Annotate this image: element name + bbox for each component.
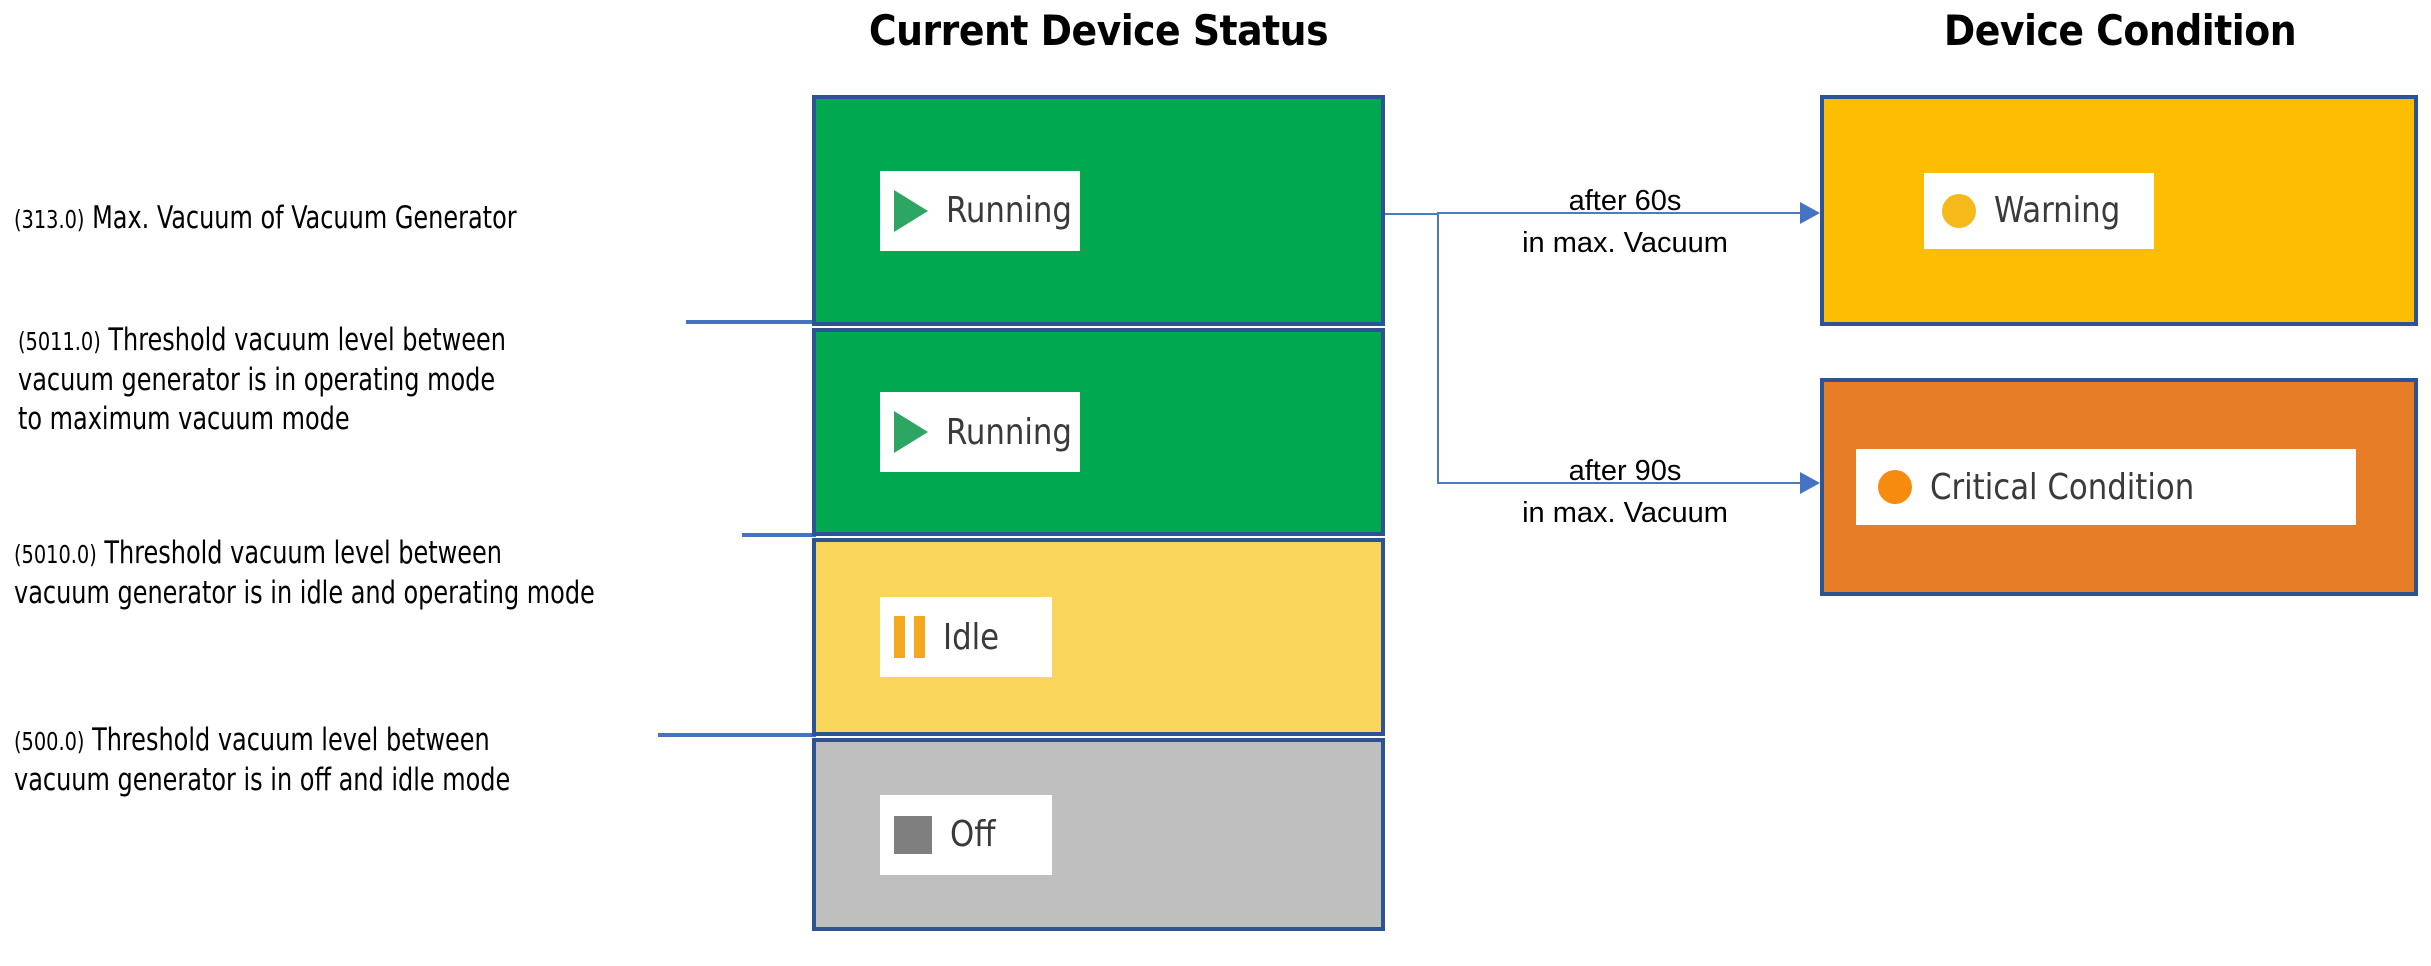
annotation-text-threshold-500: Threshold vacuum level between vacuum ge… bbox=[14, 722, 511, 798]
annotation-text-max-vacuum: Max. Vacuum of Vacuum Generator bbox=[84, 200, 517, 236]
status-label-running-1: Running bbox=[946, 190, 1072, 231]
play-icon bbox=[894, 411, 928, 453]
status-box-running-2[interactable]: Running bbox=[812, 328, 1385, 536]
annotation-value-threshold-500: (500.0) bbox=[14, 727, 85, 756]
status-box-running-1[interactable]: Running bbox=[812, 95, 1385, 326]
page-title-current-device-status: Current Device Status bbox=[868, 6, 1329, 55]
status-chip-running-2: Running bbox=[880, 392, 1080, 472]
page-title-device-condition: Device Condition bbox=[1943, 6, 2297, 55]
annotation-text-threshold-5011: Threshold vacuum level between vacuum ge… bbox=[18, 322, 507, 437]
annotation-max-vacuum: (313.0) Max. Vacuum of Vacuum Generator bbox=[14, 160, 517, 239]
status-box-off[interactable]: Off bbox=[812, 738, 1385, 931]
condition-label-warning: Warning bbox=[1994, 190, 2121, 231]
annotation-value-threshold-5011: (5011.0) bbox=[18, 327, 101, 356]
status-chip-running-1: Running bbox=[880, 170, 1080, 251]
condition-chip-warning: Warning bbox=[1924, 172, 2154, 249]
status-label-off: Off bbox=[950, 814, 996, 855]
arrowhead-to-critical-icon bbox=[1800, 472, 1820, 494]
status-chip-off: Off bbox=[880, 794, 1052, 875]
leader-line-threshold-5011 bbox=[686, 320, 816, 324]
connector-to-critical bbox=[1437, 482, 1812, 484]
connector-branch-vertical bbox=[1437, 213, 1439, 483]
annotation-threshold-500: (500.0) Threshold vacuum level between v… bbox=[14, 682, 510, 800]
condition-box-warning[interactable]: Warning bbox=[1820, 95, 2418, 326]
status-box-idle[interactable]: Idle bbox=[812, 538, 1385, 736]
connector-running-to-branch bbox=[1385, 213, 1439, 215]
leader-line-threshold-5010 bbox=[742, 533, 816, 537]
dot-icon bbox=[1942, 193, 1976, 228]
connector-to-warning bbox=[1437, 212, 1812, 214]
status-chip-idle: Idle bbox=[880, 597, 1052, 677]
transition-label-to-warning: after 60s in max. Vacuum bbox=[1522, 185, 1728, 259]
arrowhead-to-warning-icon bbox=[1800, 202, 1820, 224]
transition-label-to-critical: after 90s in max. Vacuum bbox=[1522, 455, 1728, 529]
leader-line-threshold-500 bbox=[658, 733, 816, 737]
annotation-value-threshold-5010: (5010.0) bbox=[14, 540, 97, 569]
status-label-running-2: Running bbox=[946, 411, 1072, 453]
dot-icon bbox=[1878, 470, 1912, 504]
condition-box-critical[interactable]: Critical Condition bbox=[1820, 378, 2418, 596]
condition-chip-critical: Critical Condition bbox=[1856, 449, 2356, 525]
status-label-idle: Idle bbox=[943, 616, 1000, 658]
annotation-threshold-5010: (5010.0) Threshold vacuum level between … bbox=[14, 495, 595, 613]
stop-icon bbox=[894, 815, 932, 854]
annotation-threshold-5011: (5011.0) Threshold vacuum level between … bbox=[18, 282, 506, 439]
pause-icon bbox=[894, 616, 925, 658]
annotation-value-max-vacuum: (313.0) bbox=[14, 205, 85, 234]
annotation-text-threshold-5010: Threshold vacuum level between vacuum ge… bbox=[14, 535, 595, 611]
play-icon bbox=[894, 189, 928, 232]
condition-label-critical: Critical Condition bbox=[1930, 466, 2195, 508]
